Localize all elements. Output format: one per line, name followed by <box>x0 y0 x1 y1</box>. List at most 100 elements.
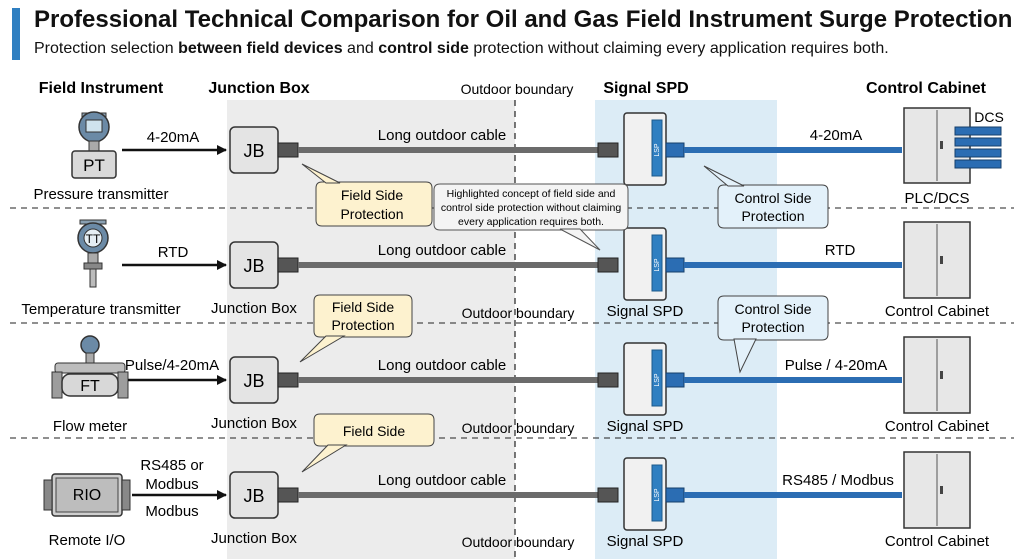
signal-spd-icon-1: LSP <box>623 112 667 186</box>
callout-control-side-1: Control Side Protection <box>703 165 829 229</box>
gland-4c <box>665 487 685 503</box>
row-pressure: PT Pressure transmitter 4-20mA JB Long o… <box>33 107 1004 207</box>
gland-4b <box>597 487 619 503</box>
device-tag-pt: PT <box>83 156 105 175</box>
spd-brand-3: LSP <box>654 373 661 387</box>
column-header-field-instrument: Field Instrument <box>39 80 164 97</box>
gland-3c <box>665 372 685 388</box>
callout-note-line3: every application requires both. <box>458 216 604 228</box>
callout-note: Highlighted concept of field side and co… <box>433 183 629 251</box>
spd-caption-4: Signal SPD <box>607 533 684 550</box>
boundary-caption-3: Outdoor boundary <box>462 420 575 436</box>
gland-2b <box>597 257 619 273</box>
callout-field-side-3-line1: Field Side <box>343 423 405 439</box>
callout-field-side-2-line2: Protection <box>331 317 394 333</box>
cabinet-label-2: Control Cabinet <box>885 303 990 320</box>
page-subtitle: Protection selection between field devic… <box>34 40 889 58</box>
signal-spd-icon-2: LSP <box>623 227 667 301</box>
callout-field-side-2-line1: Field Side <box>332 299 394 315</box>
gland-3a <box>277 372 299 388</box>
cable-label-4: Long outdoor cable <box>378 472 506 489</box>
dcs-rack-icon <box>954 126 1002 169</box>
gland-1c <box>665 142 685 158</box>
subtitle-part-3: and <box>342 40 379 57</box>
subtitle-part-1: Protection selection <box>34 40 179 57</box>
callout-field-side-2: Field Side Protection <box>299 294 413 363</box>
spd-brand-4: LSP <box>654 488 661 502</box>
control-cabinet-icon-3 <box>903 336 971 414</box>
header-accent-bar <box>12 8 20 60</box>
gland-4a <box>277 487 299 503</box>
gland-1a <box>277 142 299 158</box>
control-cabinet-icon-4 <box>903 451 971 529</box>
spd-caption-3: Signal SPD <box>607 418 684 435</box>
cable-label-2: Long outdoor cable <box>378 242 506 259</box>
subtitle-part-5: protection without claiming every applic… <box>468 40 889 57</box>
jb-tag-3: JB <box>243 371 264 391</box>
gland-1b <box>597 142 619 158</box>
callout-field-side-1: Field Side Protection <box>301 163 433 227</box>
callout-control-side-2-line1: Control Side <box>734 301 811 317</box>
cabinet-label-1: PLC/DCS <box>904 190 969 207</box>
jb-tag-2: JB <box>243 256 264 276</box>
spd-brand-2: LSP <box>654 258 661 272</box>
callout-field-side-3: Field Side <box>301 413 435 473</box>
jb-tag-4: JB <box>243 486 264 506</box>
cable-label-3: Long outdoor cable <box>378 357 506 374</box>
device-name-pressure: Pressure transmitter <box>33 186 168 203</box>
dcs-label: DCS <box>974 109 1004 125</box>
callout-note-line2: control side protection without claiming <box>441 202 622 214</box>
signal-out-2: RTD <box>825 242 856 259</box>
gland-2c <box>665 257 685 273</box>
gland-3b <box>597 372 619 388</box>
gland-2a <box>277 257 299 273</box>
device-name-remote-io: Remote I/O <box>49 532 126 549</box>
row-temperature: TT Temperature transmitter RTD JB Juncti… <box>21 219 990 321</box>
callout-control-side-1-line1: Control Side <box>734 190 811 206</box>
device-tag-tt: TT <box>86 232 101 246</box>
callout-note-line1: Highlighted concept of field side and <box>447 188 616 200</box>
row-flow: FT Flow meter Pulse/4-20mA JB Junction B… <box>51 335 990 436</box>
signal-in-1: 4-20mA <box>147 129 200 146</box>
signal-out-3: Pulse / 4-20mA <box>785 357 888 374</box>
column-header-outdoor-boundary: Outdoor boundary <box>461 81 574 97</box>
jb-tag-1: JB <box>243 141 264 161</box>
flow-meter-icon: FT <box>51 335 129 399</box>
temperature-transmitter-icon: TT <box>77 219 109 288</box>
subtitle-part-2: between field devices <box>178 40 343 57</box>
jb-caption-4: Junction Box <box>211 530 297 547</box>
callout-control-side-2: Control Side Protection <box>717 295 829 374</box>
cable-label-1: Long outdoor cable <box>378 127 506 144</box>
spd-caption-2: Signal SPD <box>607 303 684 320</box>
subtitle-part-4: control side <box>378 40 469 57</box>
device-tag-rio: RIO <box>73 487 101 504</box>
remote-io-icon: RIO <box>43 473 131 517</box>
signal-spd-icon-4: LSP <box>623 457 667 531</box>
signal-out-4: RS485 / Modbus <box>782 472 894 489</box>
column-header-signal-spd: Signal SPD <box>603 80 688 97</box>
callout-control-side-2-line2: Protection <box>741 319 804 335</box>
signal-spd-icon-3: LSP <box>623 342 667 416</box>
jb-caption-3: Junction Box <box>211 415 297 432</box>
boundary-caption-2: Outdoor boundary <box>462 305 575 321</box>
jb-caption-2: Junction Box <box>211 300 297 317</box>
page-title: Professional Technical Comparison for Oi… <box>34 6 1013 33</box>
device-name-temperature: Temperature transmitter <box>21 301 180 318</box>
device-tag-ft: FT <box>80 378 100 395</box>
cabinet-label-3: Control Cabinet <box>885 418 990 435</box>
callout-field-side-1-line1: Field Side <box>341 187 403 203</box>
device-name-flow: Flow meter <box>53 418 127 435</box>
signal-out-1: 4-20mA <box>810 127 863 144</box>
cabinet-label-4: Control Cabinet <box>885 533 990 550</box>
callout-control-side-1-line2: Protection <box>741 208 804 224</box>
boundary-caption-4: Outdoor boundary <box>462 534 575 550</box>
signal-in-3: Pulse/4-20mA <box>125 357 219 374</box>
control-cabinet-icon-2 <box>903 221 971 299</box>
signal-in-2: RTD <box>158 244 189 261</box>
signal-in-4-line3: Modbus <box>145 503 198 520</box>
column-header-junction-box: Junction Box <box>208 80 309 97</box>
row-remote-io: RIO Remote I/O RS485 or Modbus Modbus JB… <box>43 451 990 550</box>
signal-in-4-line2: Modbus <box>145 476 198 493</box>
